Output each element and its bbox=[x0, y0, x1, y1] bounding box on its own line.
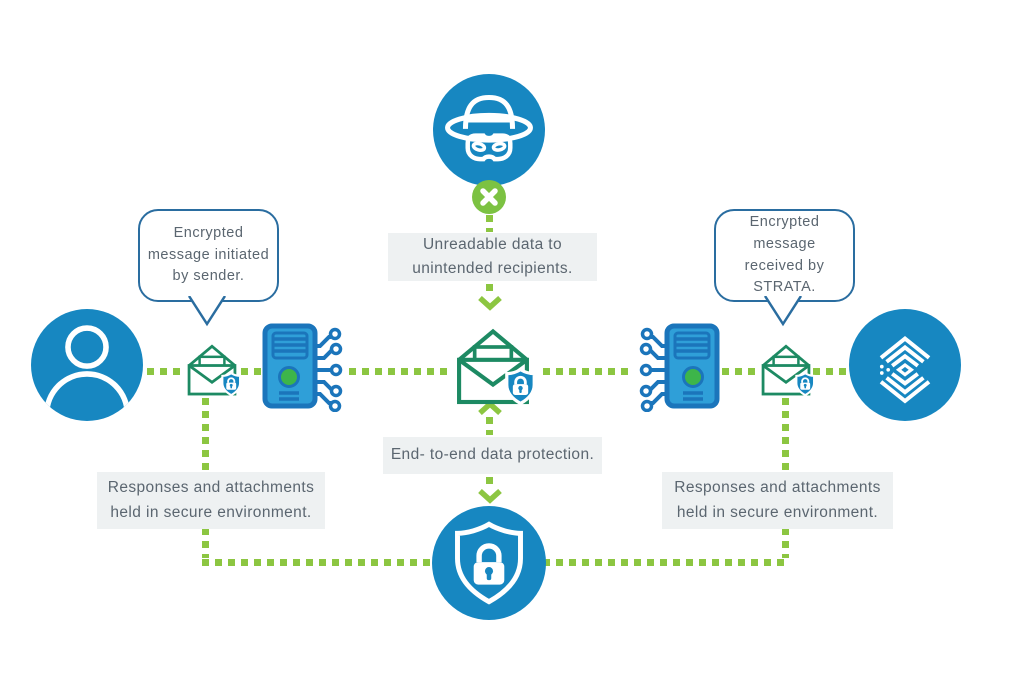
speech-bubble-receiver-text: Encrypted message received by STRATA. bbox=[744, 214, 825, 296]
server-circuit-right-icon bbox=[639, 323, 720, 412]
envelope-lock-center-icon bbox=[457, 328, 536, 406]
connector-note-to-message bbox=[486, 284, 493, 296]
connector-message-to-server-right bbox=[543, 368, 632, 375]
connector-server-right-to-envelope bbox=[722, 368, 755, 375]
note-left-secure: Responses and attachments held in secure… bbox=[97, 472, 325, 529]
note-right-secure: Responses and attachments held in secure… bbox=[662, 472, 893, 529]
speech-bubble-sender: Encrypted message initiated by sender. bbox=[138, 209, 279, 302]
spy-hat-mask-icon bbox=[445, 94, 533, 162]
hacker-node bbox=[433, 74, 545, 186]
blocked-x-badge bbox=[472, 180, 506, 214]
note-unreadable-data: Unreadable data to unintended recipients… bbox=[388, 233, 597, 281]
connector-e2e-note-to-shield bbox=[486, 477, 493, 488]
strata-node bbox=[849, 309, 961, 421]
connector-blocked-to-note bbox=[486, 215, 493, 232]
speech-bubble-receiver: Encrypted message received by STRATA. bbox=[714, 209, 855, 302]
envelope-lock-right-icon bbox=[761, 344, 816, 397]
shield-padlock-icon bbox=[455, 521, 523, 605]
arrow-down-to-shield-icon bbox=[478, 489, 502, 504]
protection-node bbox=[432, 506, 546, 620]
note-end-to-end-text: End- to-end data protection. bbox=[390, 446, 595, 464]
speech-bubble-sender-tail bbox=[187, 296, 227, 327]
server-circuit-left-icon bbox=[262, 323, 343, 412]
sender-node bbox=[31, 309, 143, 421]
connector-sender-to-envelope bbox=[147, 368, 183, 375]
note-right-secure-text: Responses and attachments held in secure… bbox=[674, 479, 881, 521]
connector-arrow-to-e2e-note bbox=[486, 417, 493, 435]
note-left-secure-text: Responses and attachments held in secure… bbox=[107, 479, 315, 521]
note-unreadable-text: Unreadable data to unintended recipients… bbox=[412, 235, 573, 277]
x-icon bbox=[480, 188, 498, 206]
speech-bubble-sender-text: Encrypted message initiated by sender. bbox=[147, 224, 270, 285]
connector-envelope-to-server-left bbox=[241, 368, 263, 375]
person-icon bbox=[43, 325, 131, 415]
strata-logo bbox=[879, 336, 931, 404]
connector-envelope-to-strata bbox=[813, 368, 848, 375]
connector-shield-to-right bbox=[543, 559, 789, 566]
speech-bubble-receiver-tail bbox=[763, 296, 803, 327]
connector-left-to-shield bbox=[202, 559, 436, 566]
arrow-down-to-message-icon bbox=[478, 296, 502, 311]
note-end-to-end: End- to-end data protection. bbox=[383, 437, 602, 474]
envelope-lock-left-icon bbox=[187, 344, 242, 397]
connector-server-left-to-message bbox=[349, 368, 449, 375]
